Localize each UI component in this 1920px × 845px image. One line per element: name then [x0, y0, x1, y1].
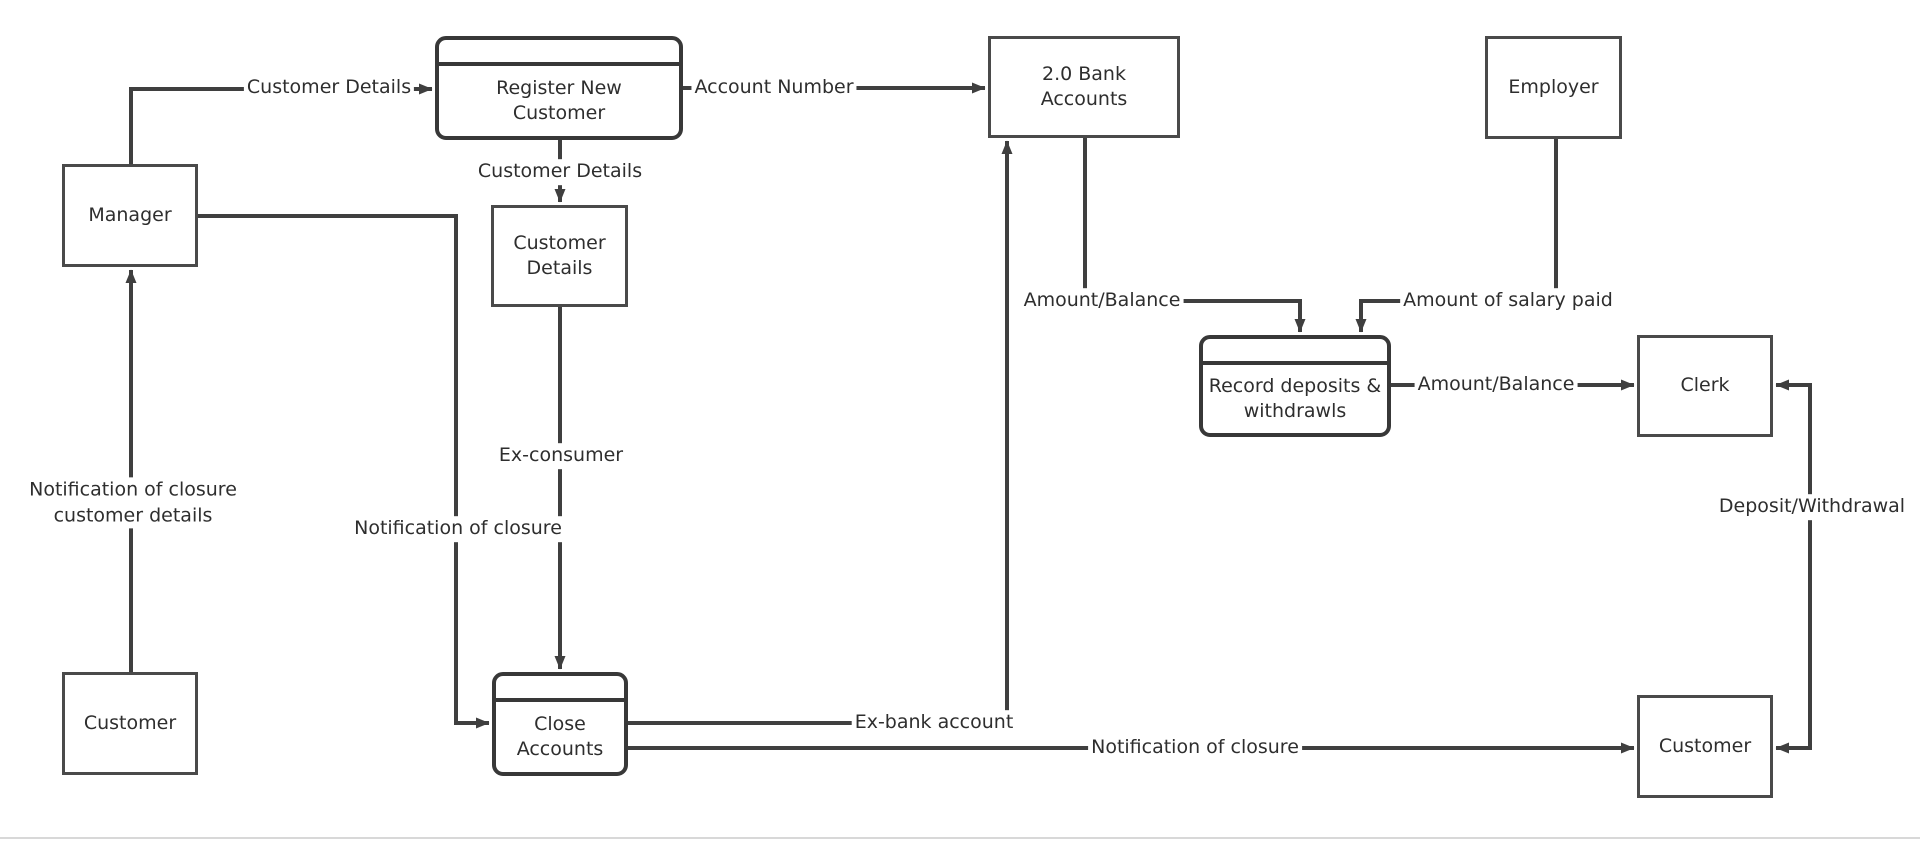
flow-label-notification-of-closure-customer-details[interactable]: Notification of closure customer details: [26, 477, 240, 529]
canvas-bottom-border: [0, 837, 1920, 839]
flow-label-deposit-withdrawal[interactable]: Deposit/Withdrawal: [1715, 494, 1909, 520]
flow-manager-to-close: [198, 214, 490, 729]
entity-customer-right-label: Customer: [1658, 734, 1752, 757]
flow-label-ex-bank-account[interactable]: Ex-bank account: [851, 710, 1017, 736]
store-customer-details-label: Customer Details: [513, 231, 606, 279]
store-customer-details[interactable]: Customer Details: [491, 205, 628, 307]
entity-bank-accounts-label: 2.0 Bank Accounts: [1040, 62, 1128, 110]
process-record-deposits-label: Record deposits & withdrawls: [1208, 374, 1382, 422]
flow-label-amount-balance-right[interactable]: Amount/Balance: [1414, 372, 1578, 398]
entity-manager-label: Manager: [88, 203, 172, 226]
flow-label-ex-consumer[interactable]: Ex-consumer: [495, 443, 627, 469]
process-header-band: [496, 676, 624, 702]
entity-clerk[interactable]: Clerk: [1637, 335, 1773, 437]
entity-employer[interactable]: Employer: [1485, 36, 1622, 139]
flow-bank-to-record: [1083, 138, 1306, 333]
flow-label-customer-details-mid[interactable]: Customer Details: [474, 159, 646, 185]
process-header-band: [1203, 339, 1387, 365]
flow-label-customer-details-top[interactable]: Customer Details: [243, 75, 415, 101]
flow-label-account-number[interactable]: Account Number: [691, 75, 857, 101]
process-close-accounts[interactable]: Close Accounts: [492, 672, 628, 776]
flow-label-notification-of-closure-bottom[interactable]: Notification of closure: [1088, 735, 1302, 761]
process-close-accounts-label: Close Accounts: [516, 712, 604, 760]
entity-customer-left-label: Customer: [83, 711, 177, 734]
flow-label-amount-balance-left[interactable]: Amount/Balance: [1020, 288, 1184, 314]
process-register-new-customer-label: Register New Customer: [496, 76, 622, 124]
entity-bank-accounts[interactable]: 2.0 Bank Accounts: [988, 36, 1180, 138]
flow-close-to-bank: [628, 140, 1013, 725]
entity-employer-label: Employer: [1508, 75, 1599, 98]
process-header-band: [439, 40, 679, 66]
flow-label-amount-of-salary-paid[interactable]: Amount of salary paid: [1400, 288, 1616, 314]
entity-clerk-label: Clerk: [1680, 374, 1730, 397]
process-record-deposits[interactable]: Record deposits & withdrawls: [1199, 335, 1391, 437]
flow-label-notification-of-closure-mid[interactable]: Notification of closure: [351, 516, 565, 542]
entity-manager[interactable]: Manager: [62, 164, 198, 267]
entity-customer-right[interactable]: Customer: [1637, 695, 1773, 798]
process-register-new-customer[interactable]: Register New Customer: [435, 36, 683, 140]
flow-customer-clerk-two-way: [1775, 379, 1812, 754]
entity-customer-left[interactable]: Customer: [62, 672, 198, 775]
